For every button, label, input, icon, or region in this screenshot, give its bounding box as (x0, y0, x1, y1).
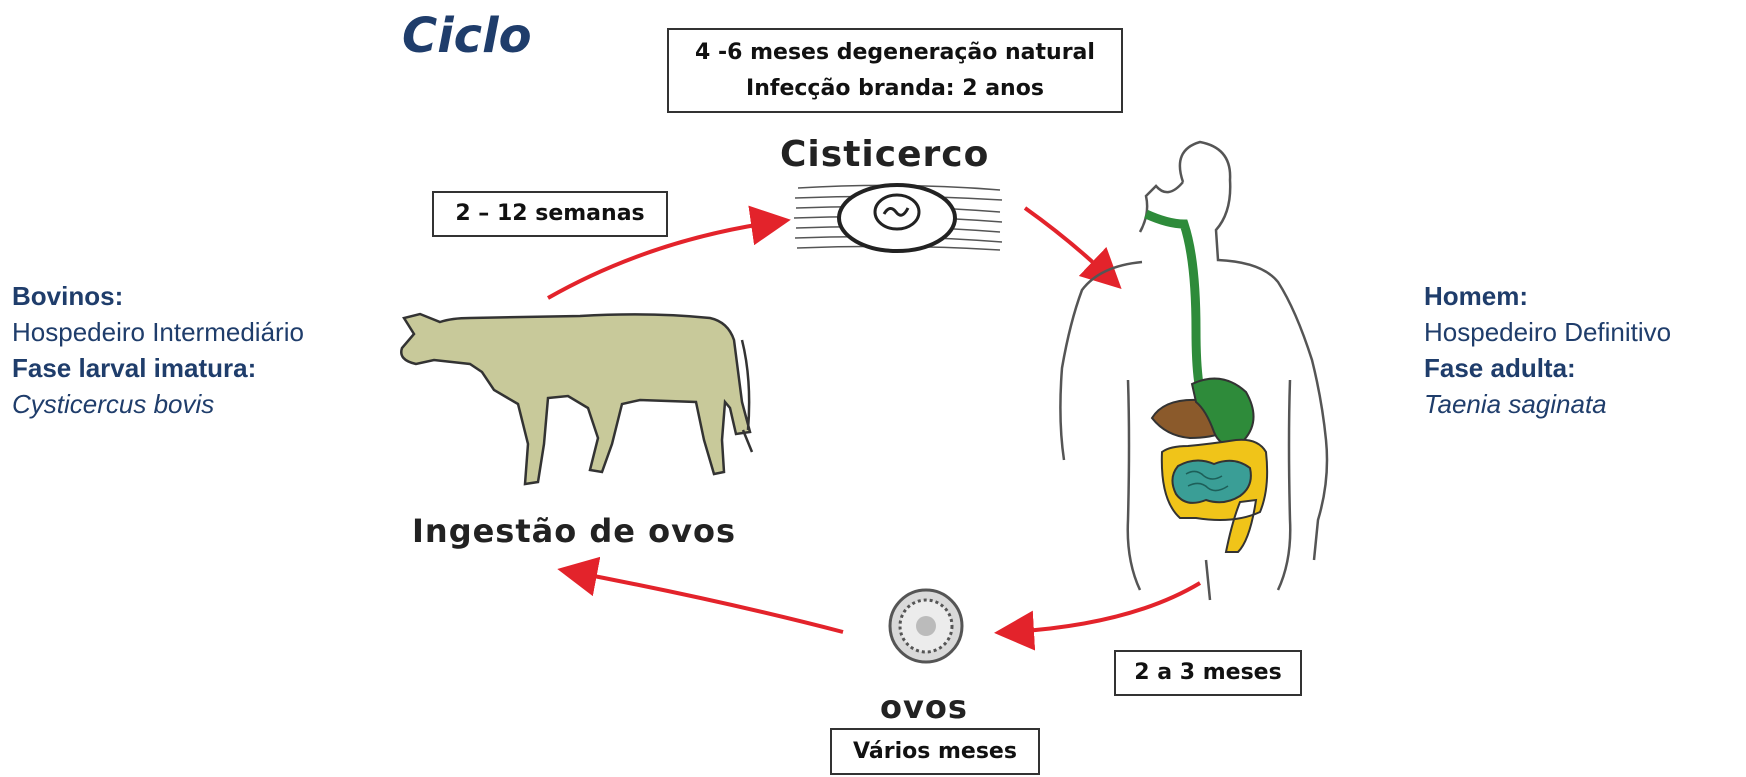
intermediate-host-role: Hospedeiro Intermediário (12, 314, 304, 350)
arrow-eggs-to-cattle (573, 572, 843, 632)
intermediate-host-heading: Bovinos: (12, 278, 304, 314)
definitive-host-phase: Fase adulta: (1424, 350, 1671, 386)
arrow-cattle-to-cysticercus (548, 222, 775, 298)
intermediate-host-species: Cysticercus bovis (12, 386, 304, 422)
egg-ingestion-label: Ingestão de ovos (412, 512, 736, 550)
definitive-host-role: Hospedeiro Definitivo (1424, 314, 1671, 350)
definitive-host-heading: Homem: (1424, 278, 1671, 314)
arrow-cysticercus-to-human (1025, 208, 1110, 278)
intermediate-host-info: Bovinos: Hospedeiro Intermediário Fase l… (12, 278, 304, 422)
arrow-human-to-eggs (1010, 583, 1200, 632)
human-illustration (1060, 142, 1327, 600)
cow-illustration (401, 314, 752, 484)
intermediate-host-phase: Fase larval imatura: (12, 350, 304, 386)
egg-illustration (890, 590, 962, 662)
cysticercus-label: Cisticerco (780, 134, 989, 175)
cysticercus-illustration (794, 185, 1002, 251)
esophagus (1146, 214, 1200, 390)
definitive-host-species: Taenia saginata (1424, 386, 1671, 422)
small-intestine (1172, 460, 1250, 502)
definitive-host-info: Homem: Hospedeiro Definitivo Fase adulta… (1424, 278, 1671, 422)
eggs-label: ovos (880, 688, 968, 726)
